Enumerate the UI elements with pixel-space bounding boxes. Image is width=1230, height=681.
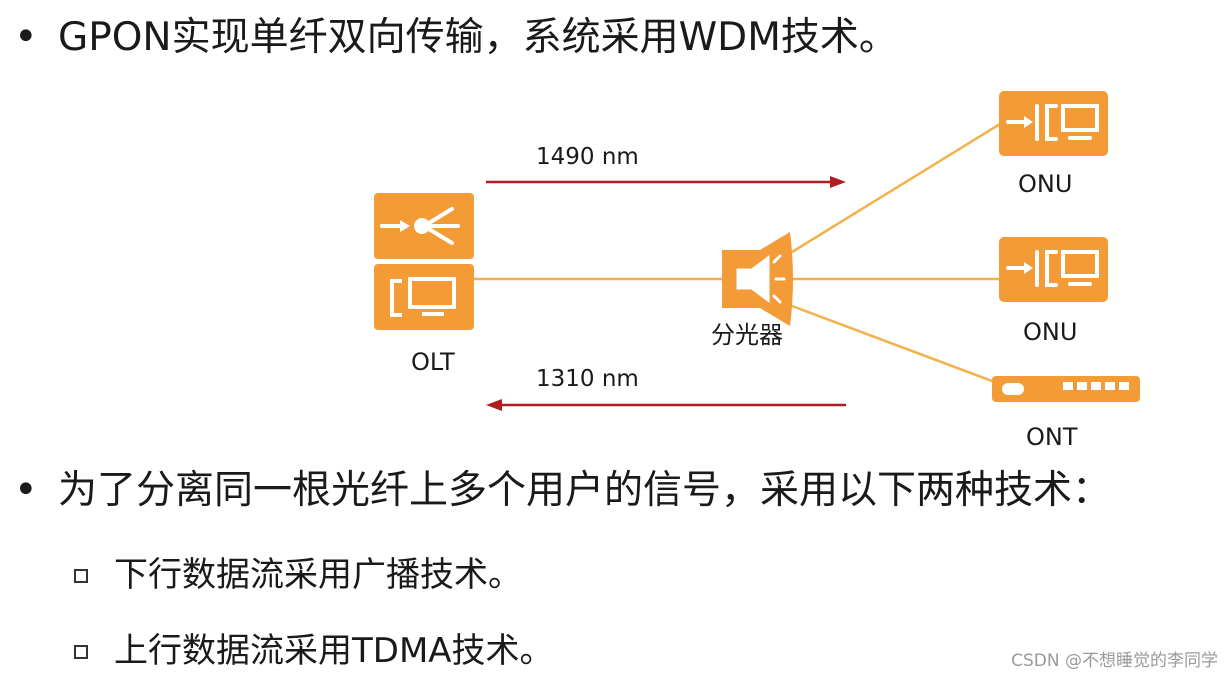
sub-bullet-text-upstream: 上行数据流采用TDMA技术。	[114, 631, 554, 671]
ont-device-icon	[992, 376, 1140, 402]
bullet-separation: • 为了分离同一根光纤上多个用户的信号，采用以下两种技术：	[14, 470, 1111, 510]
sub-bullet-upstream: 上行数据流采用TDMA技术。	[74, 634, 554, 668]
bullet-text-wdm: GPON实现单纤双向传输，系统采用WDM技术。	[58, 14, 898, 60]
sub-bullet-downstream: 下行数据流采用广播技术。	[74, 558, 522, 592]
bullet-dot: •	[14, 14, 38, 60]
square-bullet-icon	[74, 569, 88, 583]
onu1-label: ONU	[1018, 170, 1072, 198]
downstream-wavelength-label: 1490 nm	[536, 144, 639, 170]
fiber-splitter-onu1	[791, 122, 1001, 254]
onu2-label: ONU	[1023, 318, 1077, 346]
fiber-splitter-ont	[791, 304, 1001, 386]
upstream-arrow	[486, 399, 846, 411]
onu-device-icon	[999, 91, 1108, 156]
olt-device-icon	[374, 193, 474, 330]
bullet-dot: •	[14, 467, 38, 513]
olt-label: OLT	[411, 348, 455, 376]
splitter-label: 分光器	[711, 321, 783, 349]
bullet-wdm: • GPON实现单纤双向传输，系统采用WDM技术。	[14, 17, 898, 57]
downstream-arrow	[486, 176, 846, 188]
upstream-wavelength-label: 1310 nm	[536, 366, 639, 392]
ont-label: ONT	[1026, 423, 1078, 451]
splitter-icon	[722, 232, 793, 326]
square-bullet-icon	[74, 645, 88, 659]
fiber-lines	[474, 122, 1001, 386]
watermark: CSDN @不想睡觉的李同学	[1011, 651, 1218, 671]
sub-bullet-text-downstream: 下行数据流采用广播技术。	[114, 555, 522, 595]
onu-device-icon	[999, 237, 1108, 302]
bullet-text-separation: 为了分离同一根光纤上多个用户的信号，采用以下两种技术：	[58, 467, 1112, 513]
